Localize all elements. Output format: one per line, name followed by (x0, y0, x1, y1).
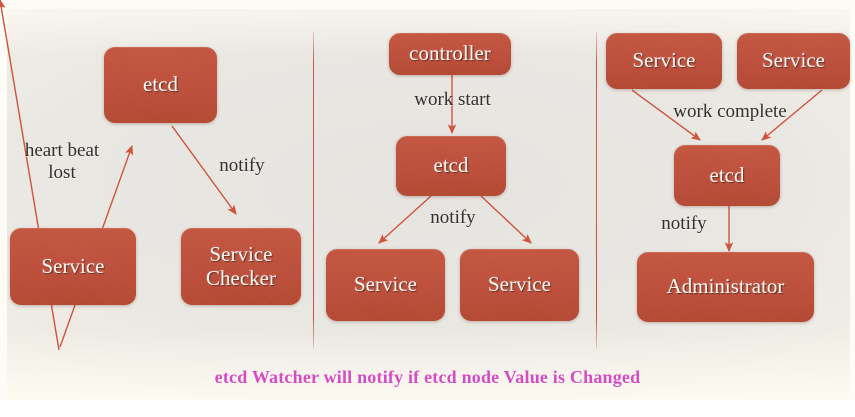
diagram-caption: etcd Watcher will notify if etcd node Va… (214, 367, 641, 387)
panel-divider-2 (596, 32, 597, 348)
node-right-etcd[interactable]: etcd (674, 145, 780, 206)
node-left-service-checker-label: Service Checker (206, 241, 276, 290)
node-right-service-left[interactable]: Service (606, 33, 722, 89)
bottom-white-strip (0, 400, 855, 417)
node-right-administrator[interactable]: Administrator (637, 252, 814, 322)
panel-divider-1 (313, 32, 314, 348)
node-left-service-checker[interactable]: Service Checker (181, 228, 301, 305)
node-mid-etcd[interactable]: etcd (396, 136, 506, 196)
edge-label-right-notify: notify (661, 213, 707, 234)
node-mid-service-left[interactable]: Service (326, 249, 445, 321)
node-mid-service-right[interactable]: Service (460, 249, 579, 321)
node-mid-controller[interactable]: controller (389, 33, 511, 75)
edge-label-left-notify: notify (219, 155, 265, 176)
node-left-etcd[interactable]: etcd (104, 47, 217, 123)
node-left-service[interactable]: Service (10, 228, 136, 305)
edge-label-work-start: work start (414, 89, 491, 110)
edge-label-mid-notify: notify (430, 207, 476, 228)
edge-label-work-complete: work complete (673, 101, 787, 122)
node-right-service-right[interactable]: Service (737, 33, 850, 89)
edge-label-heart-beat-lost: heart beat lost (24, 140, 100, 184)
